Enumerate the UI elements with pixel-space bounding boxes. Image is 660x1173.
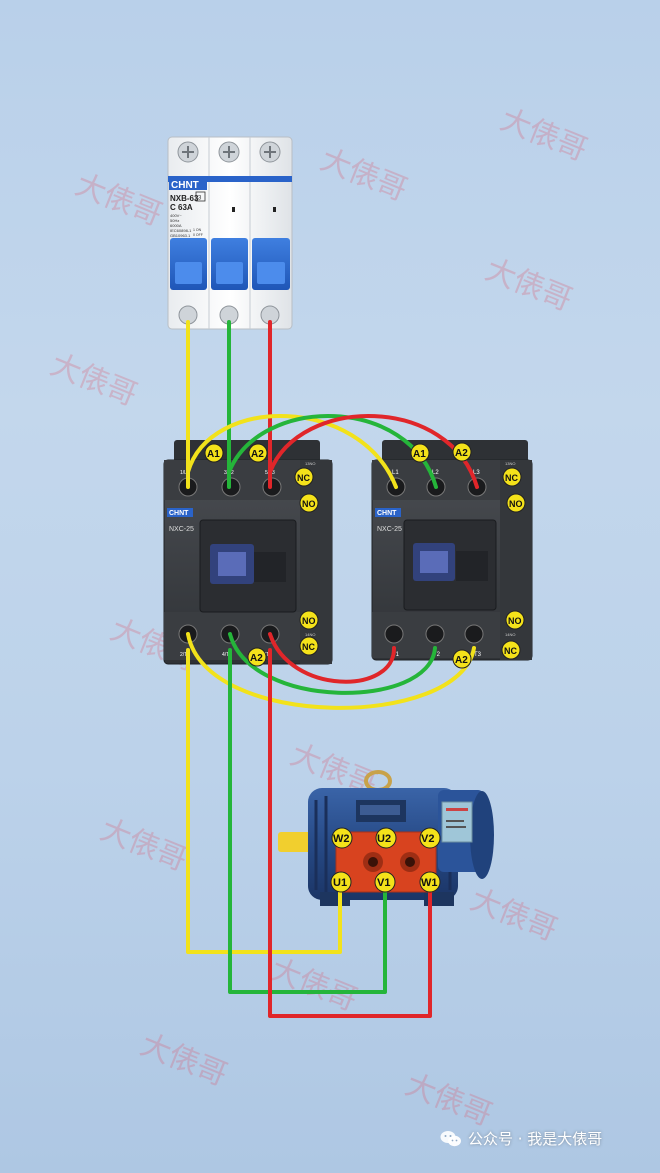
wire-red-bottom-link [268, 632, 397, 684]
breaker-rating: C 63A [170, 203, 193, 212]
wire-green-motor-v1 [228, 648, 387, 994]
left-nc-top-badge: NC [297, 473, 310, 483]
breaker-standard-1: IEC60898-1 [170, 228, 192, 233]
contactor-left-l1: 1/L1 [180, 470, 190, 476]
contactor-right-l2: L2 [432, 470, 439, 476]
contactor-right-l3: L3 [473, 470, 480, 476]
contactor-right-t1: T1 [392, 652, 400, 658]
motor-v1-badge: V1 [377, 877, 390, 889]
breaker-brand: CHNT [171, 180, 199, 191]
wire-yellow-top-link [186, 414, 398, 489]
left-nc-bottom-badge: NC [302, 642, 315, 652]
right-a1-badge: A1 [413, 449, 426, 460]
footer-text: 公众号 · 我是大俵哥 [468, 1130, 603, 1148]
right-no-bottom-badge: NO [508, 616, 522, 626]
contactor-left-model: NXC-25 [169, 526, 194, 533]
contactor-right-badges: A1 A2 NC NO NO A2 NC [410, 442, 526, 669]
left-a1-badge: A1 [207, 449, 220, 460]
breaker-standard-2: GB10963.1 [170, 233, 191, 238]
motor-w2-badge: W2 [333, 833, 350, 845]
contactor-left-tag-top: 13NO [305, 461, 315, 466]
motor-terminal-badges: W2 U2 V2 U1 V1 W1 [330, 827, 441, 893]
right-no-top-badge: NO [509, 499, 523, 509]
right-a2-top-badge: A2 [455, 448, 468, 459]
contactor-right-t2: T2 [433, 652, 441, 658]
circuit-breaker: CHNT NXB-63 C 63A 400V~ 50Hz 6000A IEC60… [167, 136, 293, 330]
contactor-left-brand-plate: CHNT [169, 510, 189, 517]
contactor-left-t2: 4/T2 [222, 652, 232, 658]
wire-yellow-bottom-link [186, 632, 476, 710]
motor-w1-badge: W1 [421, 877, 438, 889]
contactor-right-tag-top: 13NO [505, 461, 515, 466]
motor-v2-badge: V2 [421, 833, 434, 845]
left-a2-bottom-badge: A2 [250, 653, 263, 664]
left-no-top-badge: NO [302, 499, 316, 509]
footer-account: 公众号 · 我是大俵哥 [440, 1128, 602, 1149]
contactor-right: CHNT NXC-25 L1 L2 L3 T1 T2 T3 13NO 14NO [371, 440, 533, 661]
wires [186, 320, 479, 1018]
breaker-off-label: 0 OFF [193, 233, 203, 237]
contactor-left-t3: 6/T3 [262, 652, 272, 658]
breaker-on-label: 1 ON [193, 228, 202, 232]
left-a2-top-badge: A2 [251, 449, 264, 460]
wire-red-motor-w1 [268, 648, 432, 1018]
right-nc-top-badge: NC [505, 473, 518, 483]
wechat-icon [440, 1130, 461, 1146]
breaker-spec-freq: 50Hz [170, 218, 179, 223]
left-no-bottom-badge: NO [302, 616, 316, 626]
motor-u1-badge: U1 [333, 877, 347, 889]
contactor-right-t3: T3 [474, 652, 482, 658]
breaker-mark: 3 [198, 196, 202, 202]
contactor-right-brand: CHNT [377, 510, 397, 517]
contactor-right-tag-bottom: 14NO [505, 632, 515, 637]
contactor-right-l1: L1 [392, 470, 399, 476]
breaker-spec-break: 6000A [170, 223, 182, 228]
motor-u2-badge: U2 [377, 833, 391, 845]
right-nc-bottom-badge: NC [504, 646, 517, 656]
wire-yellow-motor-u1 [186, 648, 342, 954]
contactor-left-badges: A1 A2 NC NO NO A2 NC [204, 443, 319, 667]
contactor-left-tag-bottom: 14NO [305, 632, 315, 637]
breaker-spec-voltage: 400V~ [170, 213, 182, 218]
breaker-model: NXB-63 [170, 194, 199, 203]
contactor-left-t1: 2/T1 [180, 652, 190, 658]
wire-green-bottom-link [228, 632, 437, 695]
contactor-right-model: NXC-25 [377, 526, 402, 533]
right-a2-bottom-badge: A2 [455, 655, 468, 666]
